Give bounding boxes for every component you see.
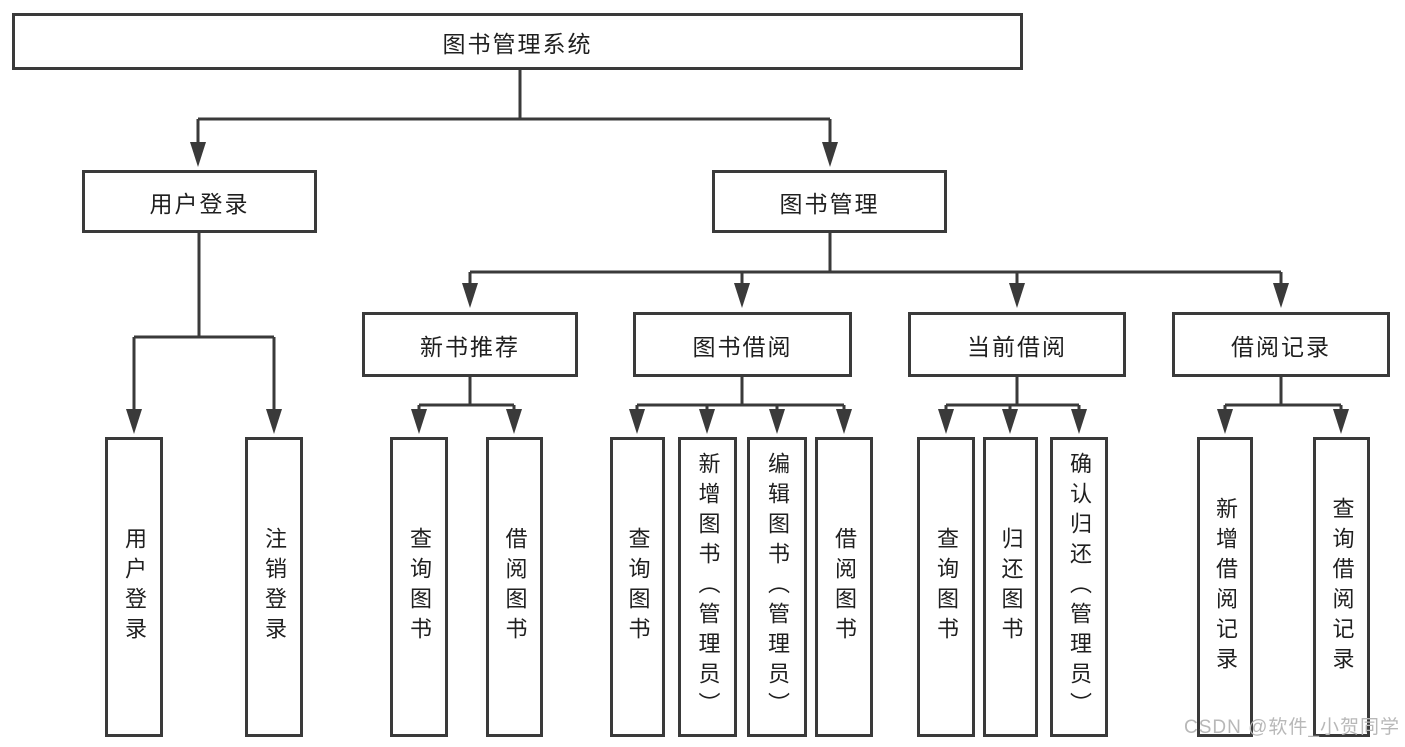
node-user-login-branch: 用户登录 <box>82 170 317 233</box>
connector-root-to-level2 <box>190 70 838 167</box>
node-leaf-nb-borrow-books-label: 借阅图书 <box>502 527 528 647</box>
node-leaf-nb-query-books: 查询图书 <box>390 437 448 737</box>
node-leaf-bb-add-books-admin-label: 新增图书（管理员） <box>695 452 721 722</box>
connector-borrow-record-to-leaves <box>1217 377 1349 434</box>
node-leaf-cb-confirm-return-admin: 确认归还（管理员） <box>1050 437 1108 737</box>
node-book-management-label: 图书管理 <box>779 190 880 217</box>
node-leaf-bb-borrow-books-label: 借阅图书 <box>832 527 857 647</box>
node-new-book-recommend: 新书推荐 <box>362 312 578 377</box>
node-leaf-br-add-record-label: 新增借阅记录 <box>1213 497 1238 677</box>
node-leaf-cb-return-books: 归还图书 <box>983 437 1038 737</box>
node-leaf-br-query-record-label: 查询借阅记录 <box>1329 497 1355 677</box>
node-book-borrow-label: 图书借阅 <box>692 333 793 360</box>
node-leaf-bb-query-books-label: 查询图书 <box>625 527 651 647</box>
node-leaf-logout-label: 注销登录 <box>262 527 287 647</box>
node-user-login-branch-label: 用户登录 <box>149 190 250 217</box>
node-borrow-records-label: 借阅记录 <box>1231 333 1331 360</box>
csdn-watermark: CSDN @软件_小贺同学 <box>1184 717 1400 738</box>
node-new-book-recommend-label: 新书推荐 <box>420 333 520 360</box>
node-leaf-bb-add-books-admin: 新增图书（管理员） <box>678 437 737 737</box>
node-root-system: 图书管理系统 <box>12 13 1023 70</box>
node-leaf-bb-borrow-books: 借阅图书 <box>815 437 873 737</box>
node-leaf-cb-confirm-return-admin-label: 确认归还（管理员） <box>1067 452 1092 722</box>
node-leaf-br-query-record: 查询借阅记录 <box>1313 437 1370 737</box>
node-book-management: 图书管理 <box>712 170 947 233</box>
node-book-borrow: 图书借阅 <box>633 312 852 377</box>
node-borrow-records: 借阅记录 <box>1172 312 1390 377</box>
node-current-borrow-label: 当前借阅 <box>967 333 1067 360</box>
node-leaf-cb-query-books-label: 查询图书 <box>934 527 959 647</box>
node-leaf-logout: 注销登录 <box>245 437 303 737</box>
node-leaf-cb-query-books: 查询图书 <box>917 437 975 737</box>
node-leaf-nb-borrow-books: 借阅图书 <box>486 437 543 737</box>
node-leaf-cb-return-books-label: 归还图书 <box>998 527 1024 647</box>
node-leaf-bb-query-books: 查询图书 <box>610 437 665 737</box>
connector-book-borrow-to-leaves <box>629 377 852 434</box>
node-leaf-user-login: 用户登录 <box>105 437 163 737</box>
connector-new-book-to-leaves <box>411 377 522 434</box>
node-leaf-nb-query-books-label: 查询图书 <box>407 527 432 647</box>
node-leaf-bb-edit-books-admin-label: 编辑图书（管理员） <box>765 452 790 722</box>
node-current-borrow: 当前借阅 <box>908 312 1126 377</box>
connector-user-login-to-leaves <box>126 233 282 434</box>
connector-book-mgmt-to-level3 <box>462 233 1289 308</box>
node-root-system-label: 图书管理系统 <box>442 30 593 57</box>
node-leaf-bb-edit-books-admin: 编辑图书（管理员） <box>747 437 807 737</box>
node-leaf-user-login-label: 用户登录 <box>122 527 147 647</box>
connector-current-borrow-to-leaves <box>938 377 1087 434</box>
node-leaf-br-add-record: 新增借阅记录 <box>1197 437 1253 737</box>
